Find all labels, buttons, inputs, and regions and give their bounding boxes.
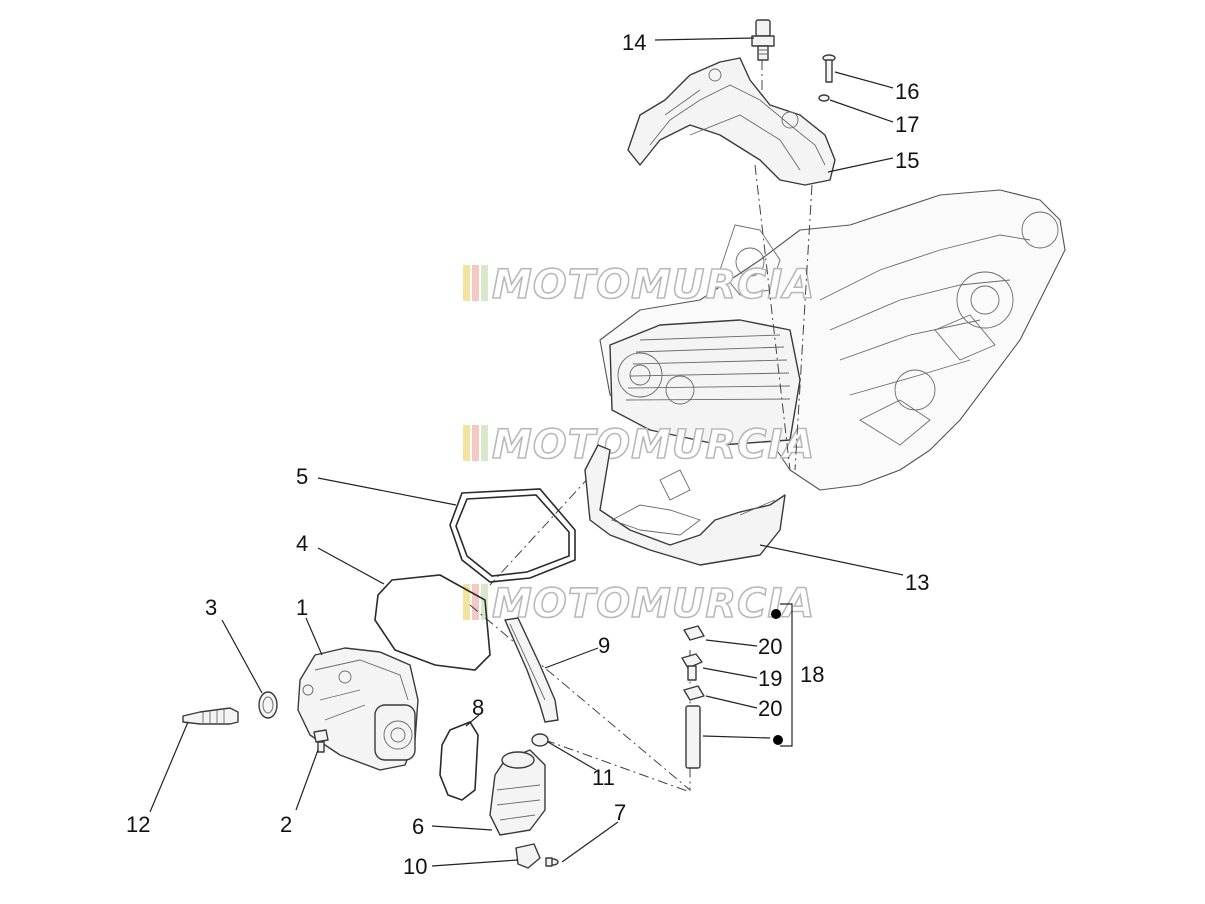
watermark-middle: MOTOMURCIA	[463, 421, 815, 469]
callout-2: 2	[280, 812, 292, 837]
callout-10: 10	[403, 854, 427, 879]
callout-15: 15	[895, 148, 919, 173]
part-bracket	[584, 444, 786, 566]
callout-16: 16	[895, 79, 919, 104]
callout-11: 11	[592, 765, 615, 790]
part-oil-separator	[489, 749, 546, 836]
callout-17: 17	[895, 112, 919, 137]
callout-7: 7	[614, 800, 626, 825]
callout-19: 19	[758, 666, 782, 691]
callout-5: 5	[296, 464, 308, 489]
callout-14: 14	[622, 30, 646, 55]
part-nut-lower	[683, 685, 705, 701]
part-spark-plug	[182, 707, 239, 725]
part-clip	[515, 843, 541, 869]
part-breather-hose	[504, 617, 559, 723]
part-gasket-outer	[449, 488, 576, 583]
callout-labels: 14 16 17 15 13 5 4 1 3 12 2 8 9 11 6 10 …	[126, 30, 929, 879]
part-head-cover	[297, 647, 419, 771]
watermark-text: MOTOMURCIA	[492, 262, 815, 308]
part-spacer	[685, 705, 701, 769]
callout-1: 1	[296, 595, 308, 620]
part-nut-upper	[683, 625, 705, 641]
callout-13: 13	[905, 570, 929, 595]
leader-lines	[149, 37, 904, 867]
watermark-top: MOTOMURCIA	[463, 261, 815, 309]
callout-6: 6	[412, 814, 424, 839]
callout-20-upper: 20	[758, 634, 782, 659]
watermark-text: MOTOMURCIA	[492, 581, 815, 627]
part-bolt	[313, 729, 329, 753]
watermark-text: MOTOMURCIA	[492, 422, 815, 468]
callout-9: 9	[598, 633, 610, 658]
part-seal-ring	[258, 691, 278, 719]
engine-crankcase	[599, 189, 1066, 491]
callout-12: 12	[126, 812, 150, 837]
callout-20-lower: 20	[758, 696, 782, 721]
part-oring	[439, 721, 479, 801]
part-gasket-inner	[374, 574, 491, 671]
callout-18: 18	[800, 662, 824, 687]
part-hose-clamp	[531, 733, 549, 747]
part-screw	[822, 54, 836, 83]
part-small-screw	[545, 857, 559, 867]
callout-4: 4	[296, 531, 308, 556]
callout-3: 3	[205, 595, 217, 620]
part-sensor	[751, 19, 775, 61]
kit-bracket-marker	[771, 603, 793, 747]
part-washer	[818, 94, 830, 102]
callout-8: 8	[472, 695, 484, 720]
part-stud	[681, 653, 703, 681]
part-upper-cover	[627, 57, 836, 186]
